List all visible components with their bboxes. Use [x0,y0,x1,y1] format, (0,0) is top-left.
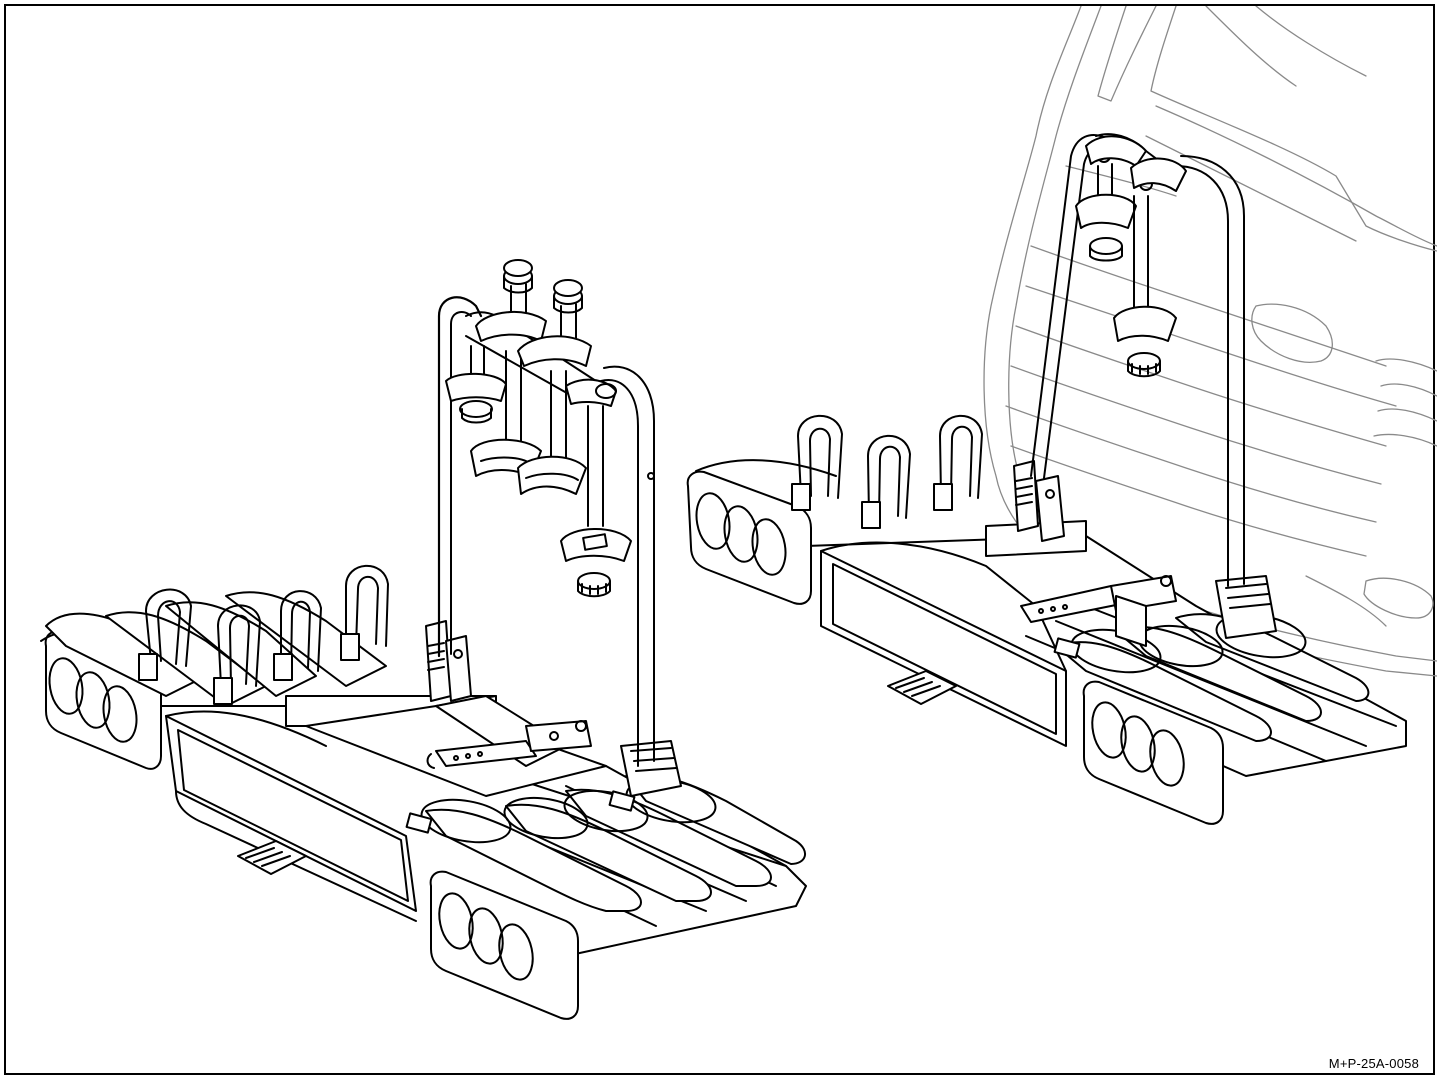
illustration [40,6,1437,1020]
bike-carrier-folded-upright [40,259,807,1020]
car-rear-outline [983,6,1437,677]
figure-reference-code: M+P-25A-0058 [1328,1056,1419,1071]
figure-frame: M+P-25A-0058 [4,4,1437,1075]
bike-carrier-mounted-on-car [686,133,1407,825]
